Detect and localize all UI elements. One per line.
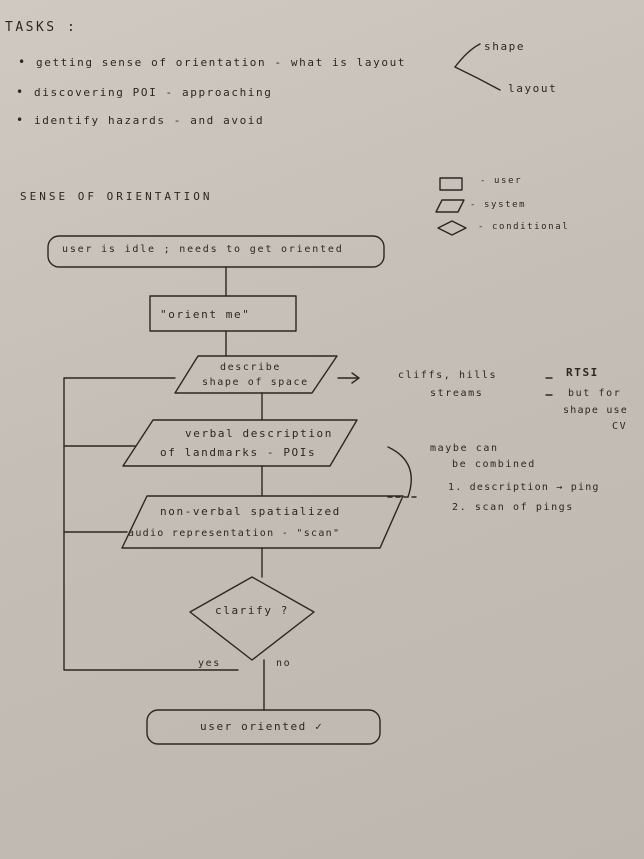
audio-node-label-1: non-verbal spatialized: [160, 505, 341, 518]
end-node-shape: [146, 709, 381, 745]
note-rtsi-2: but for: [568, 388, 622, 399]
branch-line-layout: [454, 66, 501, 91]
note-combine-2: be combined: [452, 459, 536, 470]
verbal-node-label-2: of landmarks - POIs: [160, 446, 317, 459]
verbal-node-label-1: verbal description: [185, 427, 334, 440]
section-title: SENSE OF ORIENTATION: [20, 190, 213, 203]
note-combine-item-2: 2. scan of pings: [452, 502, 574, 513]
branch-label-layout: layout: [508, 82, 558, 95]
no-branch-label: no: [276, 658, 292, 669]
task-item-hazards: identify hazards - and avoid: [16, 113, 264, 127]
combine-bracket: [387, 446, 412, 498]
branch-line-shape: [454, 43, 481, 68]
legend-diamond-shape: [437, 220, 467, 236]
note-combine-1: maybe can: [430, 443, 499, 454]
verbal-node-shape: [122, 419, 358, 467]
audio-node-label-2: audio representation - "scan": [128, 528, 341, 539]
describe-node-label-2: shape of space: [202, 377, 309, 388]
audio-node-shape: [121, 495, 404, 549]
orient-node-label: "orient me": [160, 308, 251, 321]
legend-label-user: - user: [480, 176, 523, 186]
start-node-label: user is idle ; needs to get oriented: [62, 244, 344, 255]
note-rtsi: RTSI: [566, 366, 599, 379]
note-features-1: cliffs, hills: [398, 370, 498, 381]
describe-node-label-1: describe: [220, 362, 281, 373]
note-rtsi-4: CV: [612, 421, 628, 432]
loop-back-line: [63, 377, 239, 671]
task-item-poi: discovering POI - approaching: [16, 85, 272, 99]
legend-label-conditional: - conditional: [478, 222, 570, 232]
clarify-node-label: clarify ?: [215, 604, 290, 617]
legend-parallelogram-shape: [435, 199, 465, 213]
tasks-heading: TASKS :: [5, 20, 78, 35]
note-features-2: streams: [430, 388, 484, 399]
start-node-shape: [47, 235, 385, 268]
note-combine-item-1: 1. description → ping: [448, 482, 600, 493]
legend-rect-shape: [439, 177, 463, 191]
orient-node-shape: [149, 295, 297, 332]
branch-label-shape: shape: [484, 40, 526, 53]
legend-label-system: - system: [470, 200, 527, 210]
note-rtsi-3: shape use: [563, 405, 628, 416]
clarify-node-shape: [189, 576, 315, 661]
yes-branch-label: yes: [198, 658, 221, 669]
end-node-label: user oriented ✓: [200, 720, 324, 733]
describe-node-shape: [174, 355, 338, 394]
task-item-orientation: getting sense of orientation - what is l…: [18, 55, 406, 69]
